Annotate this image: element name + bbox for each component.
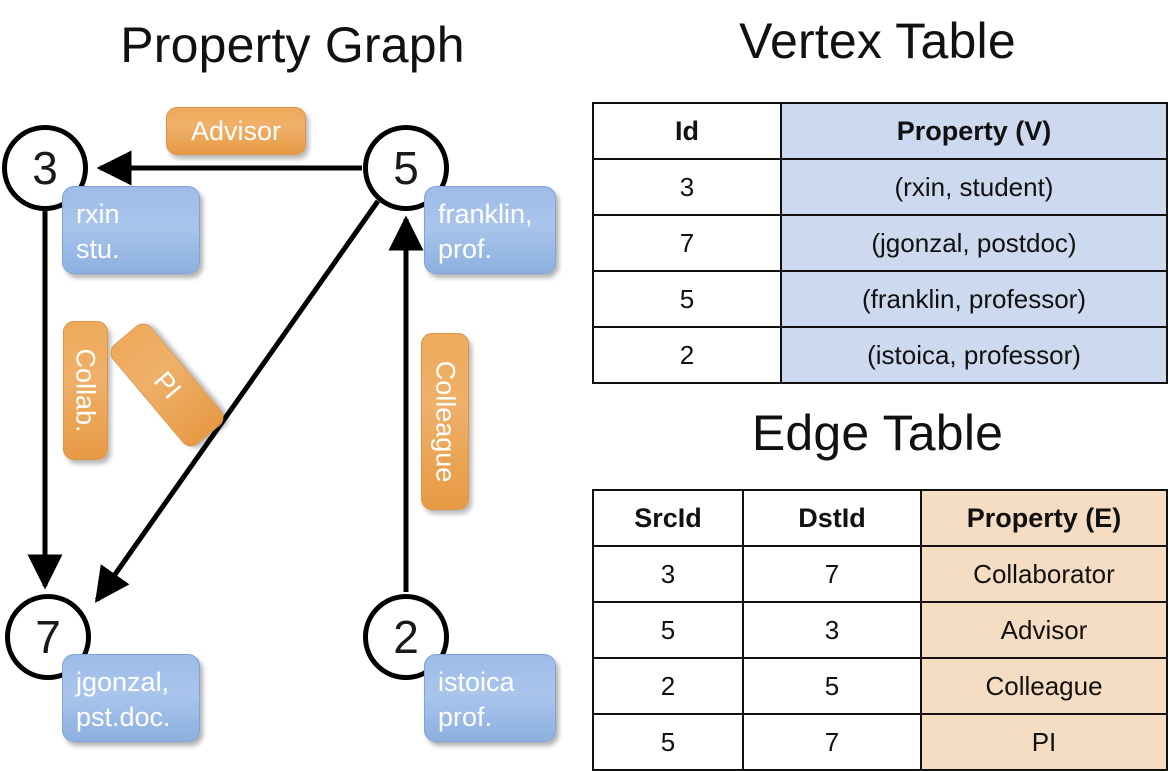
- vertex-table-col-id: Id: [592, 102, 782, 160]
- vertex-property-callout-7: jgonzal, pst.doc.: [62, 654, 200, 742]
- edge-label-collab: Collab.: [63, 321, 108, 460]
- edge-table-col-property: Property (E): [920, 489, 1168, 547]
- graph-vertex-7-id: 7: [35, 611, 61, 663]
- edge-label-collab-text: Collab.: [71, 348, 102, 433]
- edge-row-3-property: PI: [920, 713, 1168, 771]
- graph-edges-svg: [27, 150, 424, 603]
- page-title-vertex-table: Vertex Table: [739, 13, 1016, 69]
- graph-vertex-2-id: 2: [393, 611, 419, 663]
- vertex-property-3-line2: stu.: [76, 233, 120, 264]
- edge-label-advisor-text: Advisor: [190, 115, 282, 146]
- vertex-table-col-property: Property (V): [780, 102, 1168, 160]
- edge-table-header-row: SrcId DstId Property (E): [592, 489, 1168, 547]
- edge-table-col-dstid: DstId: [742, 489, 922, 547]
- vertex-row-1-property: (jgonzal, postdoc): [780, 214, 1168, 272]
- graph-vertex-5-id: 5: [393, 142, 419, 194]
- vertex-row-1-id: 7: [592, 214, 782, 272]
- vertex-property-2-line2: prof.: [438, 701, 493, 732]
- vertex-property-5-line1: franklin,: [438, 199, 533, 229]
- edge-row-0-dst: 7: [742, 545, 922, 603]
- vertex-row-0-property: (rxin, student): [780, 158, 1168, 216]
- page-title-edge-table: Edge Table: [751, 405, 1004, 461]
- edge-row-2-dst: 5: [742, 657, 922, 715]
- vertex-table-header-row: Id Property (V): [592, 102, 1168, 160]
- edge-label-pi-text: PI: [147, 365, 188, 405]
- table-row: 2 5 Colleague: [592, 657, 1168, 715]
- edge-table: SrcId DstId Property (E) 3 7 Collaborato…: [592, 489, 1168, 771]
- edge-row-1-src: 5: [592, 601, 744, 659]
- edge-row-0-property: Collaborator: [920, 545, 1168, 603]
- vertex-property-7-line2: pst.doc.: [76, 701, 171, 732]
- vertex-property-2-line1: istoica: [438, 667, 515, 697]
- vertex-property-callout-3: rxin stu.: [62, 186, 200, 274]
- page-title-property-graph: Property Graph: [120, 17, 465, 73]
- edge-row-1-dst: 3: [742, 601, 922, 659]
- edge-row-0-src: 3: [592, 545, 744, 603]
- property-graph-panel: Property Graph 3 5 7: [0, 0, 585, 760]
- graph-edge-5-to-7: [94, 199, 381, 603]
- vertex-table: Id Property (V) 3 (rxin, student) 7 (jgo…: [592, 102, 1168, 384]
- vertex-row-2-id: 5: [592, 270, 782, 328]
- vertex-property-callout-2: istoica prof.: [424, 654, 556, 742]
- vertex-row-2-property: (franklin, professor): [780, 270, 1168, 328]
- graph-vertex-3-id: 3: [32, 142, 58, 194]
- edge-label-advisor: Advisor: [166, 107, 306, 155]
- table-row: 3 7 Collaborator: [592, 545, 1168, 603]
- table-row: 5 3 Advisor: [592, 601, 1168, 659]
- vertex-property-callout-5: franklin, prof.: [424, 186, 556, 274]
- table-row: 5 7 PI: [592, 713, 1168, 771]
- vertex-property-3-line1: rxin: [76, 199, 120, 229]
- edge-table-col-srcid: SrcId: [592, 489, 744, 547]
- table-row: 2 (istoica, professor): [592, 326, 1168, 384]
- edge-row-3-src: 5: [592, 713, 744, 771]
- vertex-property-7-line1: jgonzal,: [76, 667, 170, 697]
- vertex-property-5-line2: prof.: [438, 233, 493, 264]
- edge-label-colleague-text: Colleague: [430, 360, 461, 483]
- edge-row-3-dst: 7: [742, 713, 922, 771]
- graph-vertex-5[interactable]: 5: [363, 125, 449, 211]
- edge-label-colleague: Colleague: [421, 333, 469, 510]
- table-row: 5 (franklin, professor): [592, 270, 1168, 328]
- vertex-row-3-property: (istoica, professor): [780, 326, 1168, 384]
- edge-row-2-property: Colleague: [920, 657, 1168, 715]
- graph-vertex-2[interactable]: 2: [363, 594, 449, 680]
- edge-row-1-property: Advisor: [920, 601, 1168, 659]
- table-row: 3 (rxin, student): [592, 158, 1168, 216]
- table-row: 7 (jgonzal, postdoc): [592, 214, 1168, 272]
- vertex-row-3-id: 2: [592, 326, 782, 384]
- edge-row-2-src: 2: [592, 657, 744, 715]
- vertex-row-0-id: 3: [592, 158, 782, 216]
